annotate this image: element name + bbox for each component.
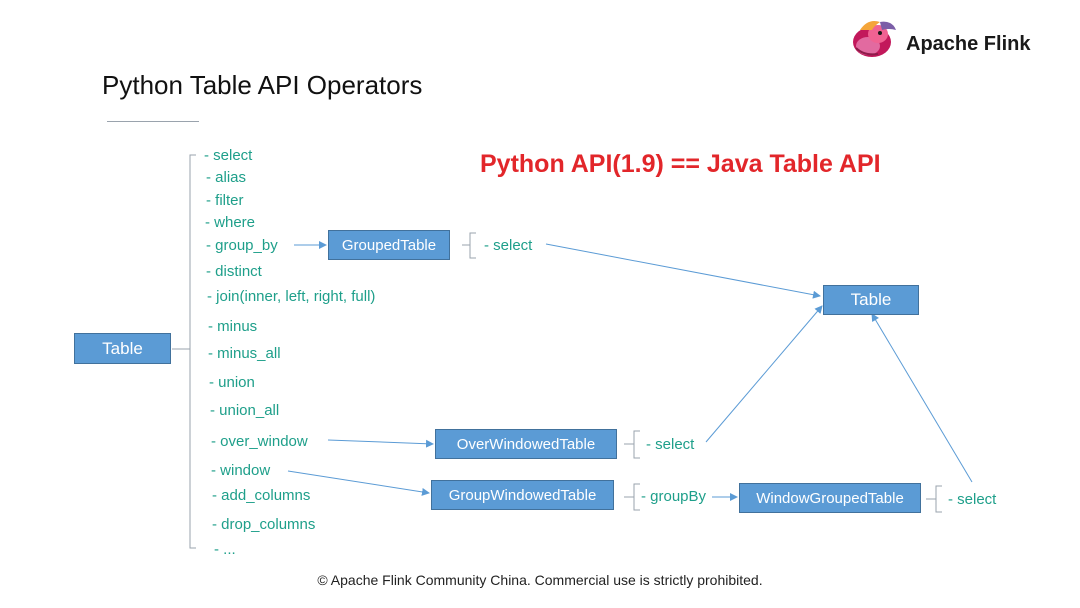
source-table-box: Table	[74, 333, 171, 364]
grouped-table-box: GroupedTable	[328, 230, 450, 260]
operator-item: - union	[209, 374, 255, 391]
over-windowed-table-box: OverWindowedTable	[435, 429, 617, 459]
grouped-select-arrow	[545, 243, 821, 299]
operator-item: - union_all	[210, 402, 280, 419]
over-select-bracket	[633, 430, 640, 459]
copyright-footer: © Apache Flink Community China. Commerci…	[317, 572, 763, 588]
operator-item: - filter	[206, 192, 244, 209]
window-grouped-select-arrow	[871, 313, 973, 483]
operator-item: - window	[211, 462, 271, 479]
headline-text: Python API(1.9) == Java Table API	[480, 150, 881, 178]
window-arrow	[287, 470, 430, 496]
logo-text: Apache Flink	[906, 33, 1031, 55]
grouped-select-bracket	[469, 232, 476, 259]
window-grouped-select-bracket	[935, 485, 942, 513]
window-grouped-select-label: - select	[948, 491, 997, 508]
group-windowed-table-box: GroupWindowedTable	[431, 480, 614, 510]
group-window-groupby-label: - groupBy	[641, 488, 707, 505]
group-window-groupby-bracket	[633, 483, 640, 511]
result-table-box: Table	[823, 285, 919, 315]
operator-item: - minus_all	[208, 345, 281, 362]
operator-item: - minus	[208, 318, 258, 335]
over-window-arrow	[327, 439, 434, 448]
apache-flink-logo-icon	[853, 21, 896, 57]
operator-item: - drop_columns	[212, 516, 316, 533]
operator-item: - where	[205, 214, 256, 231]
operator-item: - select	[204, 147, 253, 164]
over-select-arrow	[705, 305, 823, 443]
operator-item: - ...	[214, 541, 236, 558]
operator-list-bracket	[189, 154, 196, 549]
page-title: Python Table API Operators	[102, 70, 423, 100]
window-grouped-table-box: WindowGroupedTable	[739, 483, 921, 513]
grouped-select-label: - select	[484, 237, 533, 254]
over-select-label: - select	[646, 436, 695, 453]
title-underline	[107, 121, 199, 122]
operator-item: - add_columns	[212, 487, 311, 504]
operator-item: - join(inner, left, right, full)	[207, 288, 376, 305]
operator-item: - group_by	[206, 237, 278, 254]
operator-item: - alias	[206, 169, 247, 186]
operator-item: - distinct	[206, 263, 262, 280]
operator-item: - over_window	[211, 433, 308, 450]
